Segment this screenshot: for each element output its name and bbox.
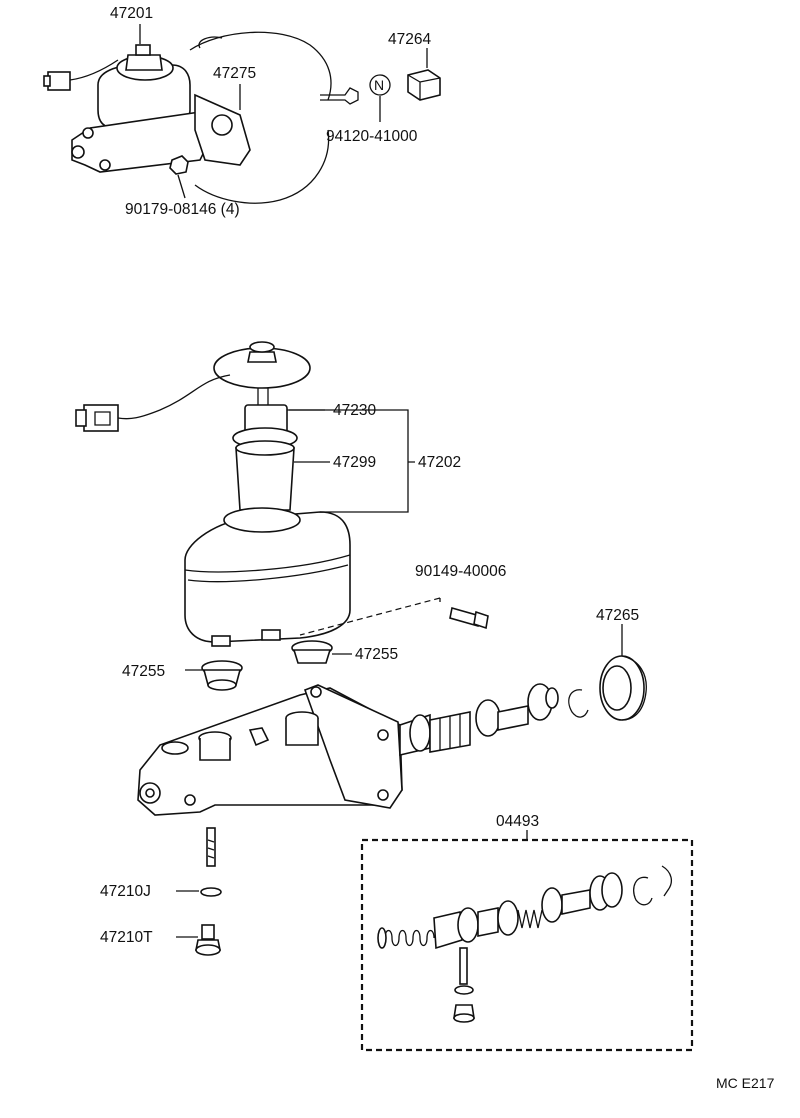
label-n-marker: N xyxy=(374,77,384,93)
master-cylinder-body xyxy=(137,684,403,816)
label-47202: 47202 xyxy=(418,454,461,471)
grommet-left: 47255 xyxy=(122,660,243,691)
piston-assembly xyxy=(399,683,559,757)
label-47201: 47201 xyxy=(110,5,153,22)
washer-47210j-icon xyxy=(200,887,222,897)
nut-90179-icon xyxy=(169,155,189,175)
bolt-90149: 90149-40006 xyxy=(299,563,506,636)
clip-47264-icon xyxy=(407,69,441,101)
label-47210t: 47210T xyxy=(100,929,153,946)
label-47210j: 47210J xyxy=(100,883,151,900)
label-47275: 47275 xyxy=(213,65,256,82)
top-connector xyxy=(47,71,71,91)
top-assembly: 47201 47264 47275 N 94120-41000 90179-08… xyxy=(43,5,441,218)
level-sensor-wire xyxy=(117,374,231,420)
label-47255-left: 47255 xyxy=(122,663,165,680)
strainer-47299 xyxy=(235,447,295,511)
snap-ring-icon xyxy=(568,689,589,718)
label-90149-40006: 90149-40006 xyxy=(415,563,506,580)
label-90179-08146: 90179-08146 (4) xyxy=(125,201,240,218)
label-47255-right: 47255 xyxy=(355,646,398,663)
level-sensor-connector xyxy=(83,404,119,432)
stopper-bolt xyxy=(206,827,216,867)
reservoir-tank xyxy=(184,511,351,643)
plug-47210t-icon xyxy=(195,924,221,956)
reservoir-assembly: 47230 47299 47202 xyxy=(75,341,461,647)
label-47265: 47265 xyxy=(596,607,639,624)
seal-47265: 47265 xyxy=(596,607,647,721)
grommet-right: 47255 xyxy=(291,640,398,664)
label-04493: 04493 xyxy=(496,813,539,830)
new-part-marker-icon xyxy=(369,74,391,96)
label-47264: 47264 xyxy=(388,31,431,48)
repair-kit-04493: 04493 xyxy=(360,813,694,1052)
diagram-code: MC E217 xyxy=(716,1075,775,1091)
label-94120-41000: 94120-41000 xyxy=(326,128,418,145)
label-47230: 47230 xyxy=(333,402,376,419)
top-master-cylinder-body xyxy=(71,111,211,173)
label-47299: 47299 xyxy=(333,454,376,471)
